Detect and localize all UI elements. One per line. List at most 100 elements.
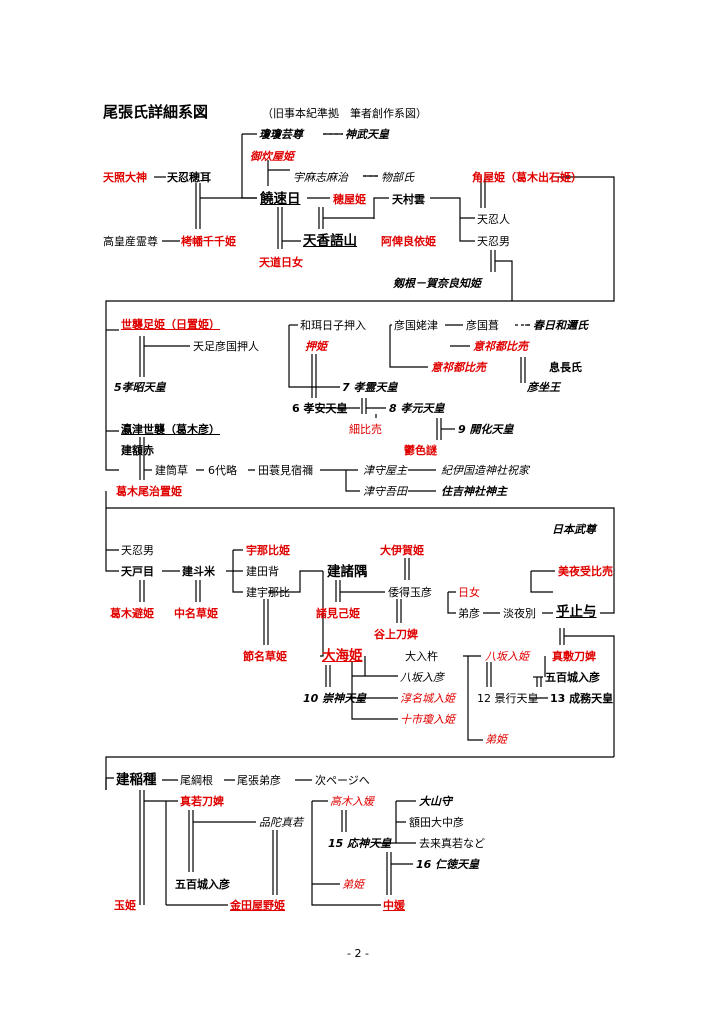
person-kasuga: 春日和邇氏 — [533, 319, 588, 332]
person-otohime1: 弟姫 — [485, 733, 507, 746]
person-mikashiya: 御炊屋姫 — [250, 150, 294, 163]
person-hoya: 穂屋姫 — [333, 193, 366, 206]
line-double-moro — [335, 580, 341, 602]
person-nintoku: 16 仁徳天皇 — [416, 858, 480, 871]
person-umashimaji: 宇麻志麻治 — [293, 171, 348, 184]
line-inadane — [105, 777, 114, 790]
person-nextpage: 次ページへ — [315, 774, 370, 787]
line-tome-children — [226, 549, 243, 593]
person-yasakairihime: 八坂入姫 — [485, 650, 529, 663]
person-tochiniiri: 十市瓊入姫 — [400, 713, 455, 726]
person-jinmu: 神武天皇 — [345, 128, 389, 141]
line-double-yasaka — [486, 662, 492, 687]
line-moro-ooama — [320, 571, 324, 657]
person-sumiyoshi: 住吉神社神主 — [441, 485, 507, 498]
person-hikokuniko: 彦国葺 — [466, 319, 499, 332]
person-nakanakusa: 中名草姫 — [174, 607, 218, 620]
line-double-tome — [195, 580, 201, 602]
person-tajikarasukune: 田蓑見宿禰 — [258, 464, 313, 477]
person-rokudai: 6代略 — [208, 464, 237, 477]
person-yamatotakeru: 日本武尊 — [552, 523, 596, 536]
line-double-homuda — [272, 830, 278, 895]
line-ameoshio-down — [495, 260, 513, 301]
line-double-hoya — [318, 207, 324, 229]
person-amaterasu: 天照大神 — [103, 171, 147, 184]
person-oshihomimi: 天忍穂耳 — [167, 171, 211, 184]
person-nukatanoonakahiko: 額田大中彦 — [409, 816, 464, 829]
line-bracket-ninigi — [241, 134, 257, 199]
person-miyazuhime_mother: 美夜受比売 — [558, 565, 613, 578]
person-tsumoriwagomi: 津守吾田 — [363, 485, 407, 498]
line-double-inadane — [139, 790, 145, 905]
person-ooiga: 大伊賀姫 — [380, 544, 424, 557]
person-amenotobe: 天戸目 — [121, 565, 154, 578]
line-double-yamato — [396, 599, 402, 623]
line-double-ojin — [386, 852, 392, 895]
line-double-ameoshio — [490, 250, 496, 272]
person-ninigi: 瓊瓊芸尊 — [259, 128, 303, 141]
person-mononobe: 物部氏 — [381, 171, 414, 184]
line-double-nigi — [277, 207, 283, 249]
person-amemurakumo: 天村雲 — [392, 193, 425, 206]
line-double-oshihime — [311, 354, 317, 398]
line-yamato-children — [447, 591, 456, 614]
page-title: 尾張氏詳細系図 — [103, 103, 209, 121]
person-owarine: 尾綱根 — [180, 774, 213, 787]
person-yosotarashi: 世襲足姫（日置姫） — [121, 318, 220, 331]
person-nigihayahi: 饒速日 — [260, 191, 301, 207]
person-sujin: 10 崇神天皇 — [303, 692, 367, 705]
person-takeinadane: 建稲種 — [116, 772, 157, 788]
line-miyazu — [530, 570, 555, 593]
person-takuhatachiji: 栲幡千千姫 — [181, 235, 236, 248]
page-subtitle: （旧事本紀準拠 筆者創作系図） — [262, 107, 427, 120]
person-moromiji: 諸見己姫 — [316, 607, 360, 620]
person-awajiwake: 淡夜別 — [503, 607, 536, 620]
line-tsumori-dash — [408, 469, 436, 492]
line-wanihiko — [288, 325, 340, 388]
person-kogen: 8 孝元天皇 — [389, 402, 445, 415]
line-double-kaika — [436, 418, 442, 440]
line-ojin-nukata — [375, 821, 406, 844]
person-tanigami: 谷上刀婢 — [374, 628, 418, 641]
line-connector-3-right — [564, 635, 615, 757]
person-katsuragiduki: 葛木避姫 — [110, 607, 154, 620]
line-double-hikoimasu — [520, 357, 526, 383]
person-amenomichi: 天道日女 — [259, 256, 303, 269]
person-hosohime: 細比売 — [349, 423, 382, 436]
person-takeda: 建田背 — [246, 565, 279, 578]
person-takakiiri: 高木入媛 — [330, 795, 374, 808]
page-number: - 2 - — [347, 947, 369, 960]
person-koan: 6 孝安天皇 — [292, 402, 348, 415]
person-tamahime: 玉姫 — [114, 899, 136, 912]
line-takeunahi-moro — [268, 570, 323, 593]
person-okinaga: 息長氏 — [549, 361, 582, 374]
person-wanihiko: 和珥日子押入 — [300, 319, 366, 332]
line-hikokunibu — [389, 325, 428, 368]
person-tsunoya: 角屋姫（葛木出石姫） — [472, 171, 582, 184]
line-double-takaki — [341, 810, 347, 832]
person-ahera: 阿俾良依姫 — [381, 235, 436, 248]
line-double-mawaka — [188, 810, 194, 872]
person-takemoroosumi: 建諸隅 — [327, 564, 368, 580]
person-ooyamamori: 大山守 — [419, 795, 452, 808]
person-yasakairihiko: 八坂入彦 — [400, 671, 444, 684]
person-ametarashi: 天足彦国押人 — [193, 340, 259, 353]
line-double-tsunoya — [480, 177, 486, 208]
person-oshihime: 押姫 — [305, 340, 327, 353]
line-double-oshiho — [195, 183, 201, 229]
line-double-tobe — [139, 580, 145, 602]
line-double-takeunahi — [263, 599, 269, 645]
line-double-yoso — [139, 336, 145, 377]
person-kosho: 5孝昭天皇 — [114, 381, 166, 394]
person-takamimusubi: 高皇産霊尊 — [103, 235, 158, 248]
person-iohokiiri: 五百城入彦 — [545, 671, 600, 684]
line-seimu — [536, 677, 542, 687]
person-ameoshihito: 天忍人 — [477, 213, 510, 226]
line-block2-spine — [105, 330, 119, 471]
person-mawakatobe: 真若刀婢 — [180, 795, 224, 808]
person-homudamawaka: 品陀真若 — [259, 816, 303, 829]
person-taketome: 建斗米 — [182, 565, 215, 578]
person-hikokunibu: 彦国姥津 — [394, 319, 438, 332]
person-kazanagusa: 節名草姫 — [243, 650, 287, 663]
